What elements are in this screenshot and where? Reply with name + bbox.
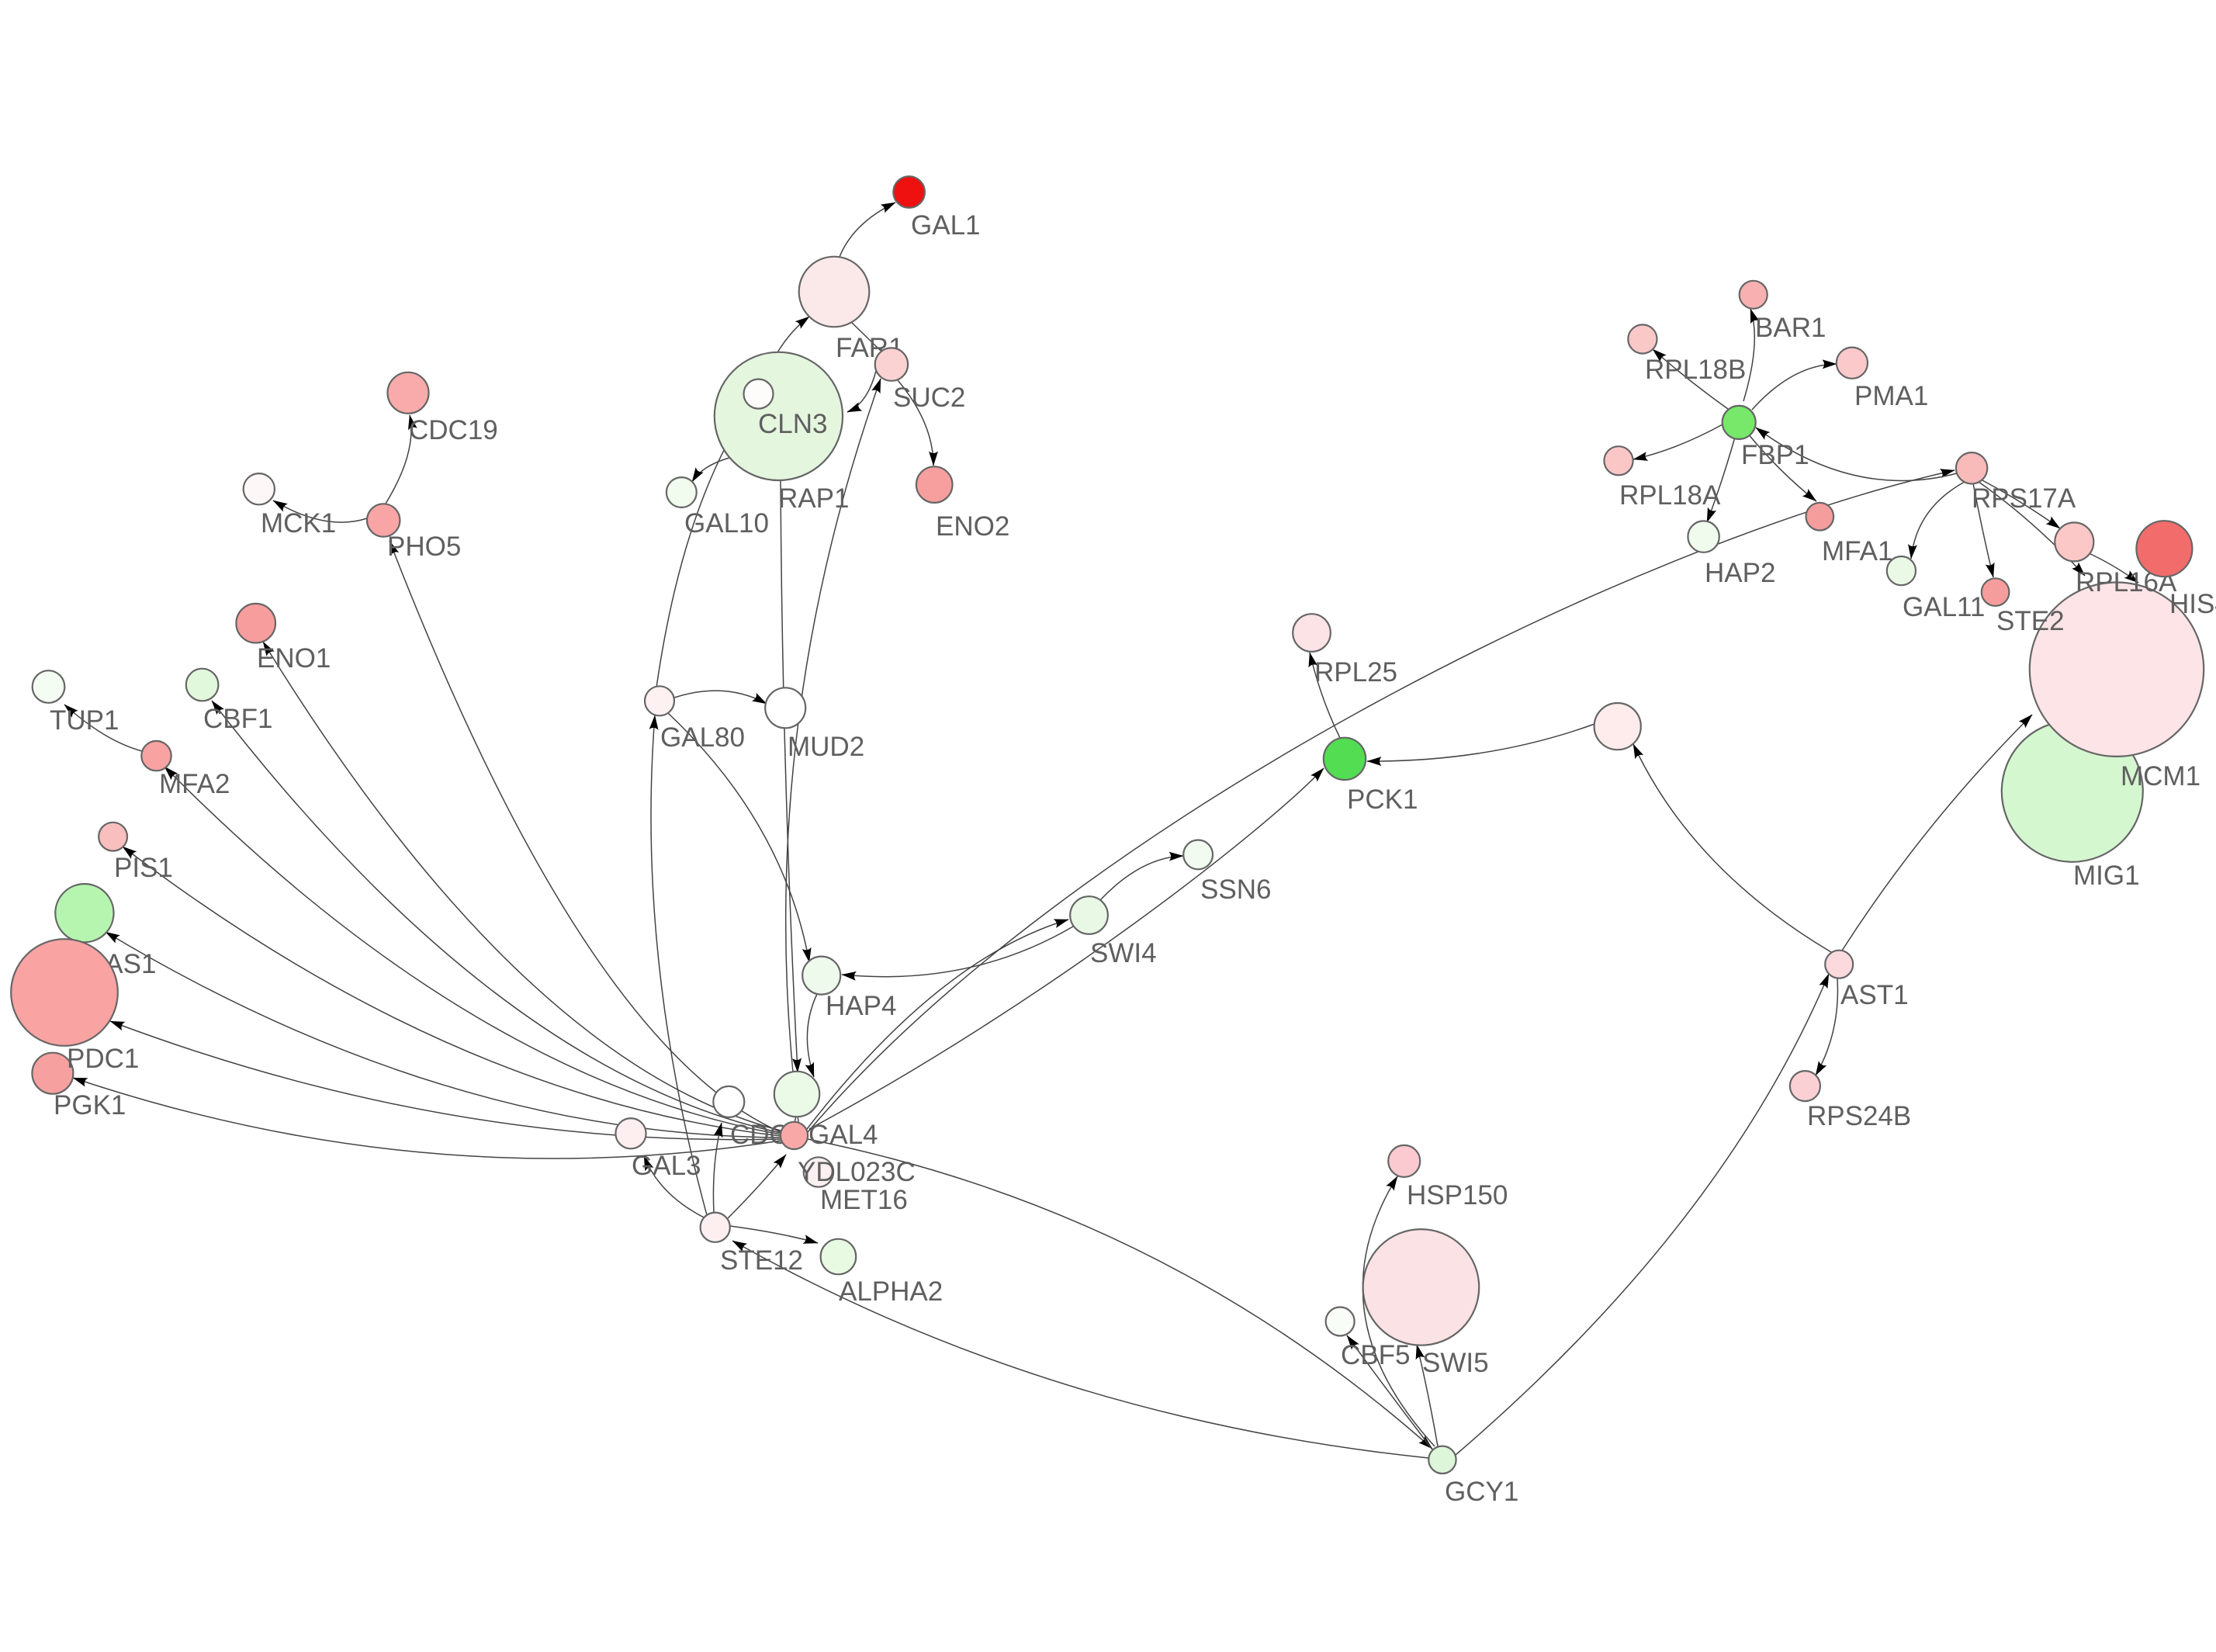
svg-text:RAP1: RAP1 [778,483,849,514]
svg-text:BAR1: BAR1 [1755,313,1826,343]
svg-text:MCK1: MCK1 [261,508,336,539]
svg-text:CDC19: CDC19 [409,415,498,445]
svg-text:GAL1: GAL1 [911,210,981,241]
svg-text:PIS1: PIS1 [114,853,173,883]
svg-text:CBF1: CBF1 [203,704,272,734]
svg-text:YDL023C: YDL023C [798,1157,916,1187]
svg-text:HAP2: HAP2 [1705,558,1775,588]
svg-text:SUC2: SUC2 [893,383,965,413]
svg-text:RPL18B: RPL18B [1645,355,1746,385]
svg-text:HIS4: HIS4 [2169,589,2216,619]
svg-text:GAL4: GAL4 [808,1120,878,1150]
svg-text:PGK1: PGK1 [54,1090,126,1120]
svg-text:GAL11: GAL11 [1903,592,1985,622]
svg-text:CLN3: CLN3 [758,409,827,439]
svg-text:ALPHA2: ALPHA2 [839,1276,943,1307]
svg-text:PDC1: PDC1 [67,1044,139,1074]
svg-text:RPS17A: RPS17A [1972,483,2076,514]
svg-text:MFA2: MFA2 [159,769,230,799]
svg-text:GAL80: GAL80 [660,722,745,753]
svg-text:HAP4: HAP4 [826,991,896,1021]
svg-text:MUD2: MUD2 [788,732,864,762]
svg-text:RPS24B: RPS24B [1807,1101,1911,1131]
svg-text:MIG1: MIG1 [2073,861,2140,891]
svg-text:MET16: MET16 [820,1185,908,1215]
svg-text:MCM1: MCM1 [2121,761,2200,791]
svg-text:RPL25: RPL25 [1314,657,1397,687]
svg-text:PCK1: PCK1 [1347,784,1418,815]
svg-text:MFA1: MFA1 [1822,536,1892,566]
svg-text:TUP1: TUP1 [50,705,119,736]
svg-text:GAL10: GAL10 [684,508,769,539]
svg-text:GCY1: GCY1 [1445,1477,1518,1507]
svg-text:GAL3: GAL3 [632,1151,701,1181]
svg-text:STE12: STE12 [720,1245,803,1276]
svg-text:CBF5: CBF5 [1341,1340,1410,1370]
svg-text:PMA1: PMA1 [1854,381,1928,411]
svg-text:ENO1: ENO1 [257,643,331,674]
svg-text:RPL18A: RPL18A [1619,480,1721,511]
svg-text:FBP1: FBP1 [1741,440,1809,470]
svg-text:ENO2: ENO2 [936,511,1009,542]
svg-text:AST1: AST1 [1840,980,1909,1010]
svg-text:PHO5: PHO5 [387,532,461,562]
svg-text:SWI5: SWI5 [1422,1348,1489,1378]
svg-text:HSP150: HSP150 [1407,1180,1508,1210]
svg-text:SWI4: SWI4 [1090,938,1157,968]
svg-text:SSN6: SSN6 [1200,874,1271,905]
svg-text:STE2: STE2 [1996,606,2065,636]
